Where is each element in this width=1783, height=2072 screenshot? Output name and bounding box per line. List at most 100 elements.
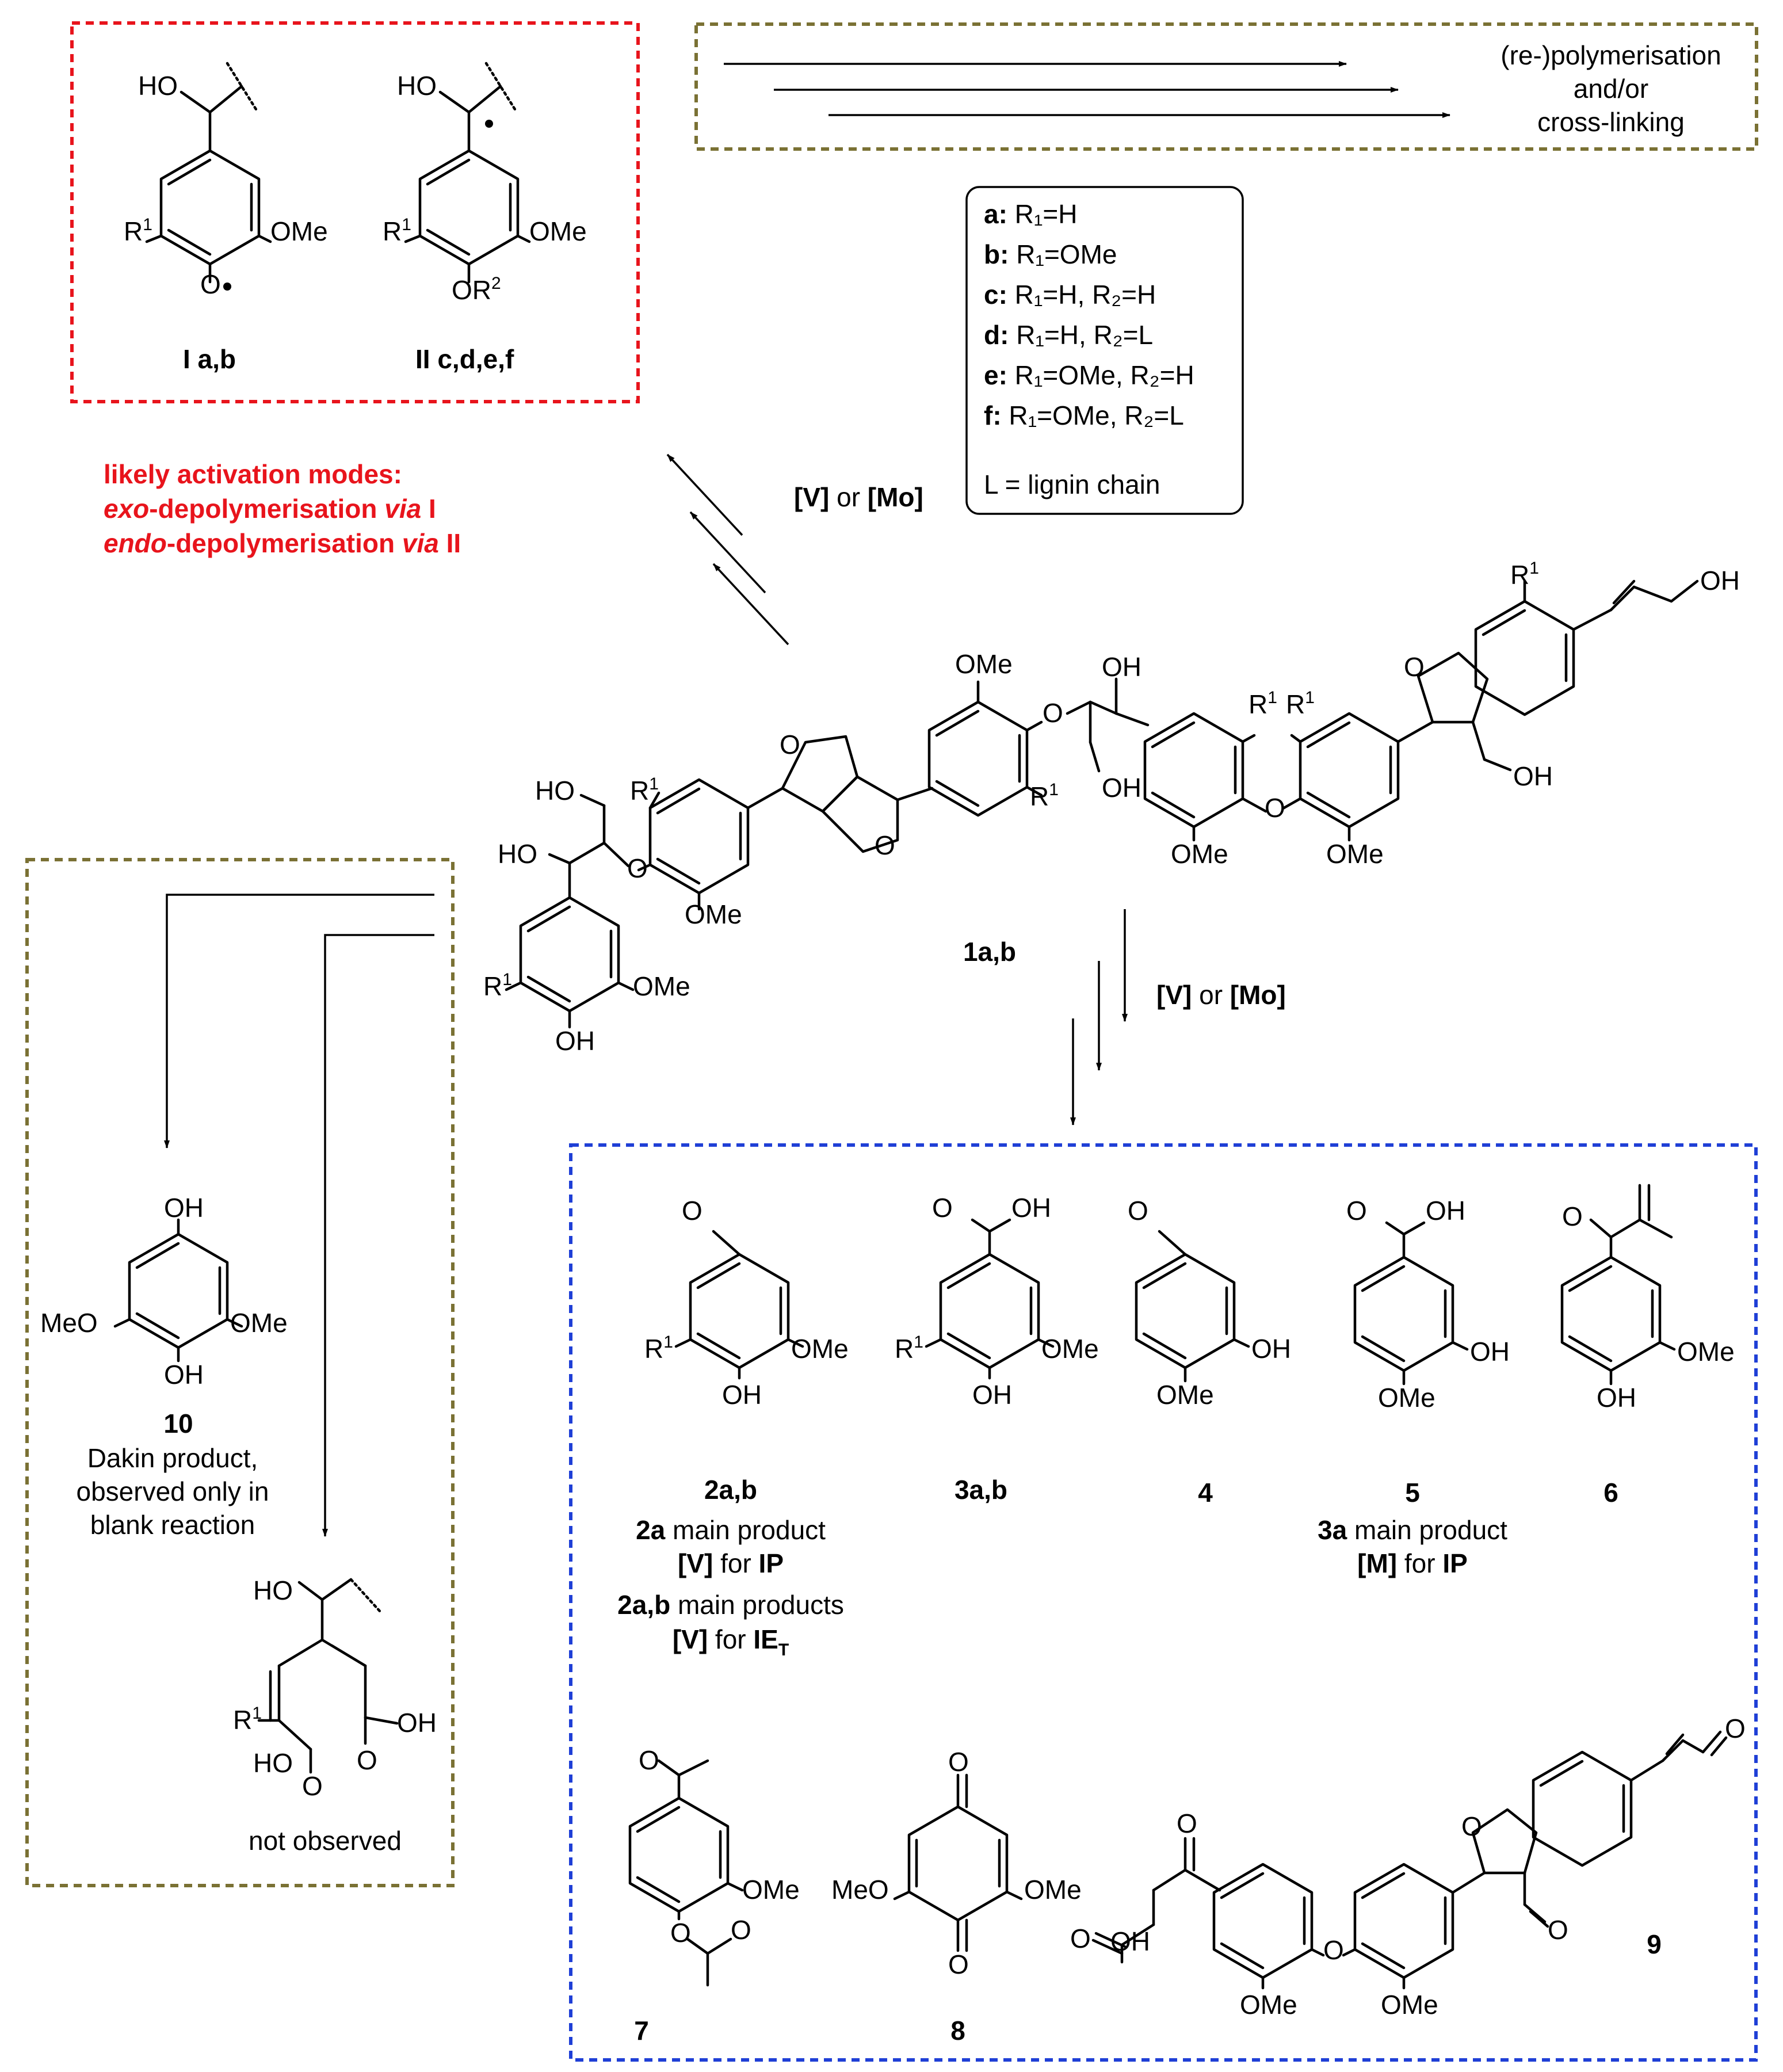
compound-6-oh: OH [1597,1383,1636,1413]
compound-4-label: 4 [1198,1478,1213,1508]
compound-5-note-1: 3a main product [1318,1515,1507,1545]
legend-item-b: b: R₁=OMe [984,239,1117,269]
compound-9-o-acid: O [1070,1924,1091,1953]
compound-2-note-4: [V] for IET [673,1624,789,1659]
intermediate-II-label: II c,d,e,f [415,344,514,374]
compound-3-oh-top: OH [1011,1193,1051,1223]
compound-5-oh: OH [1470,1337,1510,1367]
lignin-oh-4: OH [1513,761,1553,791]
compound-2-label: 2a,b [704,1475,757,1505]
compound-2-oh: OH [722,1380,762,1410]
compound-8-o-top: O [948,1747,969,1777]
activation-line-3: endo-depolymerisation via II [104,528,461,558]
compound-3-structure [925,1218,1055,1380]
intermediate-II-structure [404,62,531,284]
lignin-o-4: O [1043,698,1063,728]
compound-4-oh: OH [1251,1334,1291,1364]
muconic-oh: OH [397,1708,437,1738]
intermediates-box [70,21,640,403]
compound-3-ome: OMe [1041,1334,1099,1364]
compound-10-oh-top: OH [164,1193,204,1223]
compound-2-structure [674,1230,804,1380]
compound-7-structure [628,1759,744,1987]
lignin-o-1: O [627,853,648,883]
muconic-acid-structure [257,1578,399,1774]
compound-2-r1: R1 [644,1333,673,1364]
compound-10-label: 10 [163,1409,193,1438]
activation-arrow-1 [666,453,743,536]
intermediate-I-r1: R1 [124,215,152,246]
compound-5-oh-top: OH [1426,1196,1465,1226]
legend-item-f: f: R₁=OMe, R₂=L [984,400,1184,430]
reagent-upper: [V] or [Mo] [794,482,923,512]
activation-arrow-3 [712,563,789,646]
repolymerisation-box [694,22,1758,151]
compound-4-structure [1135,1230,1250,1383]
activation-arrow-2 [689,511,766,594]
compound-9-oh: OH [1110,1926,1150,1956]
lignin-ome-1: OMe [685,899,742,929]
intermediate-I-o-radical: O [200,269,221,299]
compound-10-meo: MeO [40,1308,98,1338]
compound-8-ome: OMe [1024,1875,1082,1905]
legend: a: R₁=H b: R₁=OMe c: R₁=H, R₂=H d: R₁=H,… [984,199,1194,499]
compound-7-o-ester: O [731,1915,751,1945]
lignin-ho-2: HO [498,839,537,869]
compound-9-o-ether: O [1323,1935,1344,1965]
compound-5-note-2: [M] for IP [1357,1548,1468,1578]
compound-5-label: 5 [1405,1478,1420,1508]
lignin-ome-3: OMe [955,649,1013,679]
intermediate-II-ho: HO [397,71,437,101]
lignin-o-3: O [875,830,895,860]
ring-cleavage-arrow [322,934,434,1537]
legend-item-c: c: R₁=H, R₂=H [984,280,1156,310]
lignin-r1-5: R1 [1286,688,1315,719]
not-observed-label: not observed [249,1826,402,1856]
compound-9-o-enal: O [1725,1714,1746,1743]
compound-7-label: 7 [634,2016,649,2046]
activation-line-1: likely activation modes: [104,459,402,489]
repolymerisation-line-1: (re-)polymerisation [1501,40,1721,70]
compound-9-structure [1091,1730,1728,1990]
compound-9-ome-1: OMe [1240,1990,1297,2020]
compound-5-o: O [1346,1196,1367,1226]
legend-item-e: e: R₁=OMe, R₂=H [984,360,1194,390]
activation-line-2: exo-depolymerisation via I [104,494,436,524]
intermediate-II-r1: R1 [383,215,411,246]
compound-10-desc-1: Dakin product, [87,1443,258,1473]
legend-item-d: d: R₁=H, R₂=L [984,320,1153,350]
lignin-r1-3: R1 [1030,780,1059,811]
intermediate-II-or2: OR2 [452,274,501,305]
muconic-o-2: O [357,1745,377,1775]
side-products-box [25,858,455,1887]
compound-8-structure [893,1773,1023,1952]
compound-3-label: 3a,b [955,1475,1007,1505]
dakin-arrow [164,894,434,1148]
reagent-lower: [V] or [Mo] [1156,980,1286,1010]
compound-9-o-furan: O [1461,1811,1482,1841]
compound-4-o: O [1128,1196,1148,1226]
compound-9-label: 9 [1647,1929,1662,1959]
compound-8-meo: MeO [831,1875,889,1905]
lignin-1ab-structure [505,579,1699,1029]
compound-9-o-ketone: O [1177,1808,1197,1838]
lignin-r1-2: R1 [483,970,512,1001]
compound-6-ome: OMe [1677,1337,1735,1367]
compound-7-ome: OMe [742,1875,800,1905]
repolymerisation-line-3: cross-linking [1537,107,1685,137]
compound-2-note-1: 2a main product [636,1515,826,1545]
lignin-o-6: O [1404,652,1425,682]
lignin-ome-4: OMe [1171,839,1228,869]
compound-3-r1: R1 [895,1333,923,1364]
compound-10-desc-2: observed only in [77,1476,269,1506]
compound-10-structure [113,1218,243,1363]
lignin-ome-5: OMe [1326,839,1384,869]
lignin-r1-1: R1 [630,774,659,806]
lignin-label: 1a,b [963,937,1016,967]
compound-2-note-2: [V] for IP [678,1548,784,1578]
compound-6-structure [1560,1184,1676,1386]
lignin-ho-1: HO [535,776,575,806]
compound-9-ome-2: OMe [1381,1990,1438,2020]
lignin-r1-6: R1 [1510,559,1539,590]
compound-3-oh: OH [972,1380,1012,1410]
